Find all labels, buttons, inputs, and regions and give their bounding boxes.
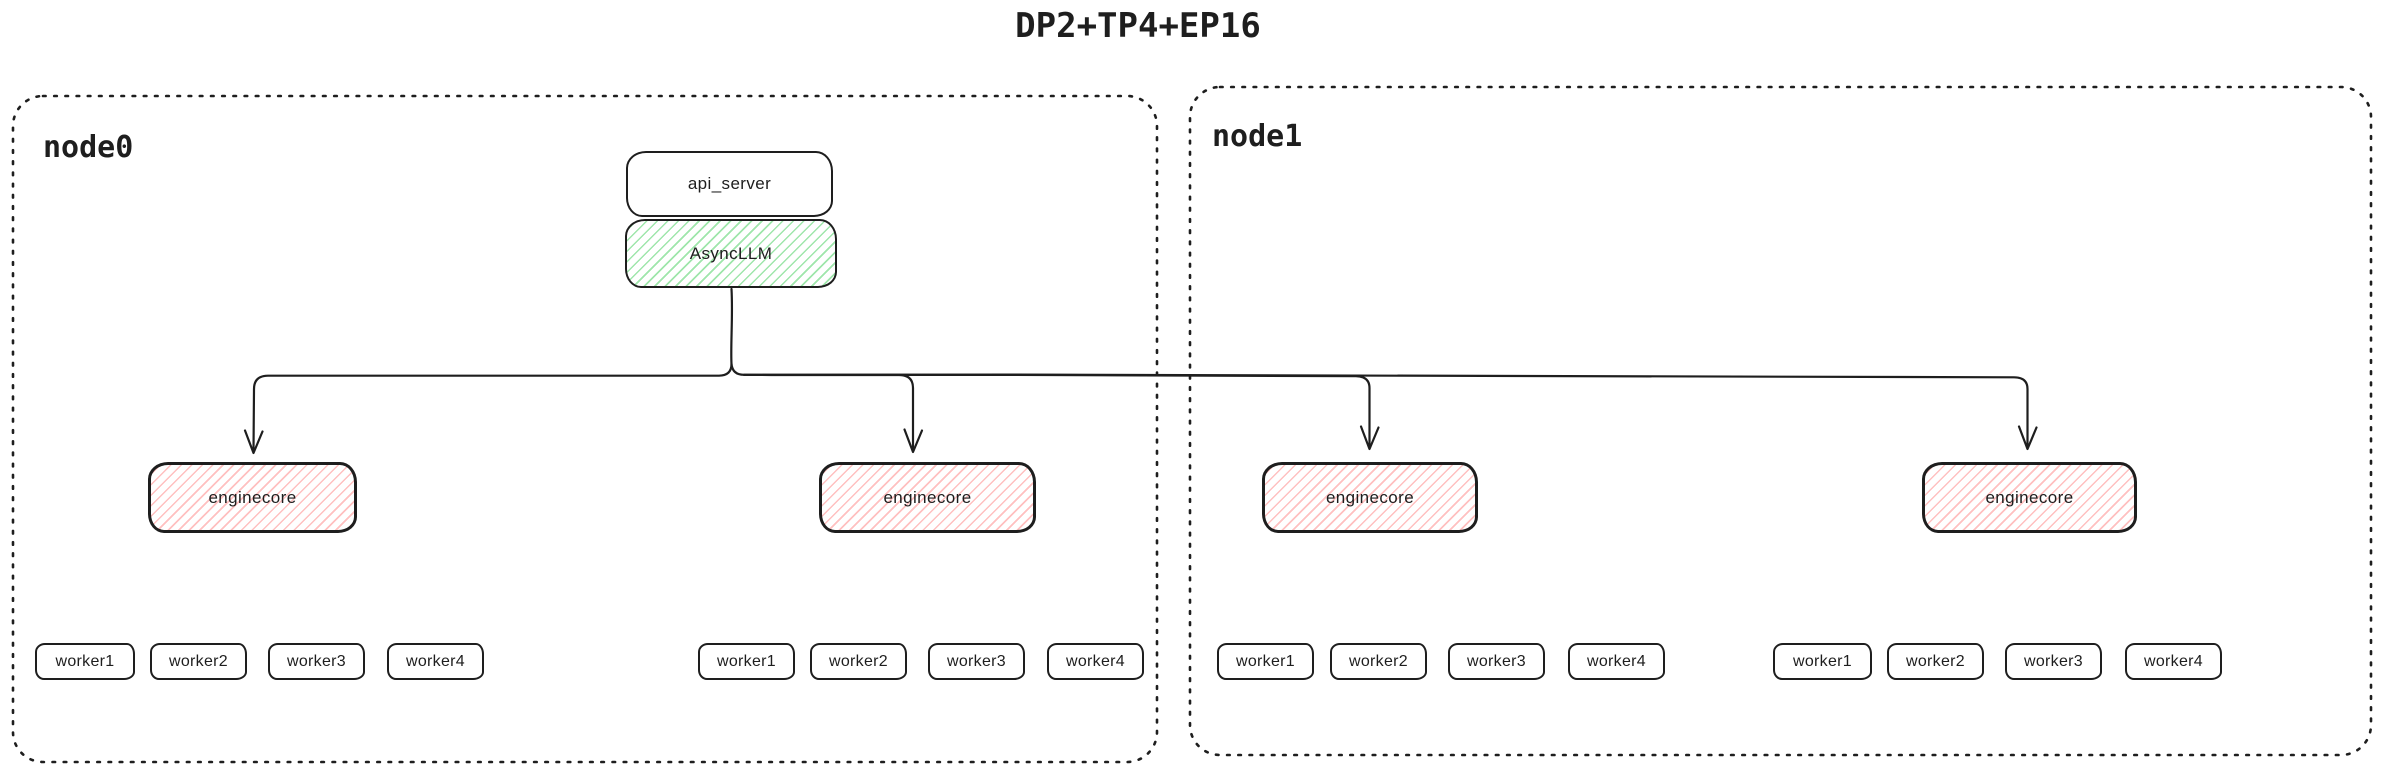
worker-box-g3-1: worker1 xyxy=(1217,643,1314,680)
enginecore-box-4: enginecore xyxy=(1922,462,2137,533)
diagram-title: DP2+TP4+EP16 xyxy=(1015,6,1261,46)
worker-box-g2-4: worker4 xyxy=(1047,643,1144,680)
node1-border xyxy=(1188,85,2373,757)
worker-box-g4-3: worker3 xyxy=(2005,643,2102,680)
enginecore-box-1: enginecore xyxy=(148,462,357,533)
enginecore-box-3: enginecore xyxy=(1262,462,1478,533)
asyncllm-box: AsyncLLM xyxy=(625,219,837,288)
arrowhead-enginecore-3 xyxy=(1359,425,1380,451)
worker-box-g1-1: worker1 xyxy=(35,643,135,680)
worker-box-g2-3: worker3 xyxy=(928,643,1025,680)
arrow-asyncllm-to-enginecore-2 xyxy=(730,362,915,452)
worker-box-g4-4: worker4 xyxy=(2125,643,2222,680)
arrowhead-enginecore-2 xyxy=(903,428,924,454)
worker-box-g1-4: worker4 xyxy=(387,643,484,680)
arrow-asyncllm-to-enginecore-1 xyxy=(252,287,734,453)
worker-box-g2-2: worker2 xyxy=(810,643,907,680)
api-server-box: api_server xyxy=(626,151,833,217)
worker-box-g3-3: worker3 xyxy=(1448,643,1545,680)
arrow-asyncllm-to-enginecore-3 xyxy=(742,373,1371,449)
enginecore-box-2: enginecore xyxy=(819,462,1036,533)
node0-label: node0 xyxy=(43,130,134,165)
node0-border xyxy=(11,94,1159,764)
worker-box-g3-2: worker2 xyxy=(1330,643,1427,680)
worker-box-g4-1: worker1 xyxy=(1773,643,1872,680)
worker-box-g1-2: worker2 xyxy=(150,643,247,680)
node1-label: node1 xyxy=(1212,119,1303,154)
arrowhead-enginecore-4 xyxy=(2017,425,2038,451)
worker-box-g1-3: worker3 xyxy=(268,643,365,680)
arrow-asyncllm-to-enginecore-4 xyxy=(742,373,2029,449)
worker-box-g3-4: worker4 xyxy=(1568,643,1665,680)
arrowhead-enginecore-1 xyxy=(243,429,264,455)
worker-box-g4-2: worker2 xyxy=(1887,643,1984,680)
worker-box-g2-1: worker1 xyxy=(698,643,795,680)
